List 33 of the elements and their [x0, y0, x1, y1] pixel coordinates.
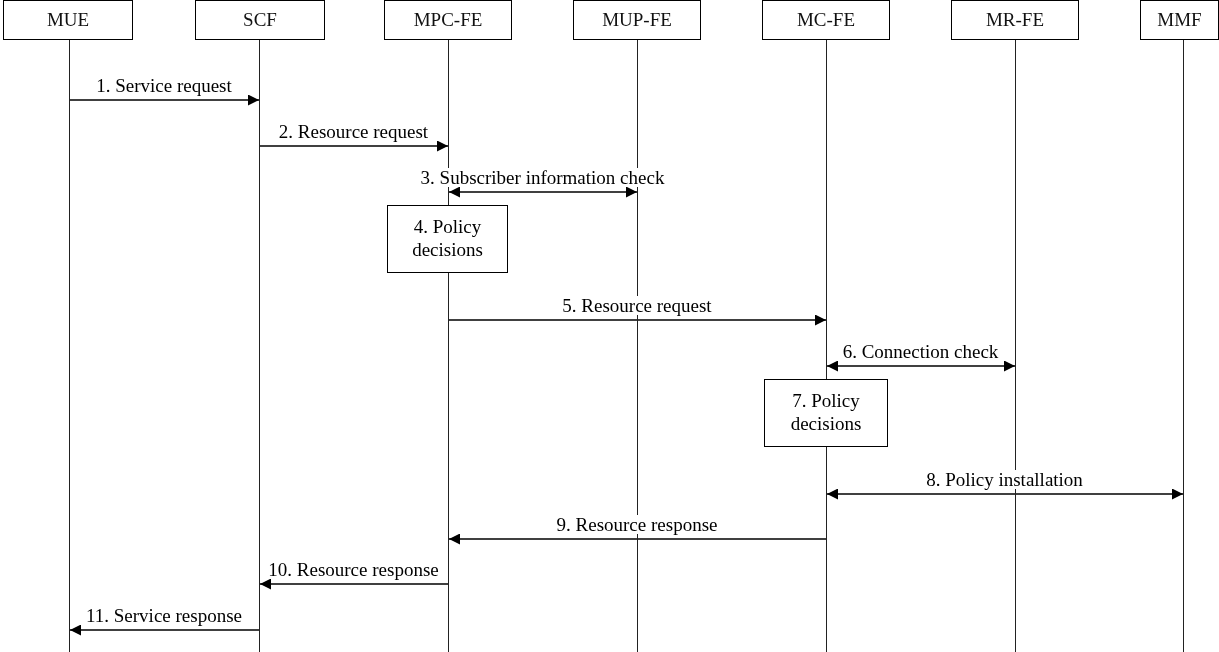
- lifeline: [259, 40, 260, 652]
- lifeline: [69, 40, 70, 652]
- process-box: 4. Policy decisions: [387, 205, 508, 273]
- participant-box: MC-FE: [762, 0, 890, 40]
- edge-label: 3. Subscriber information check: [418, 168, 667, 187]
- edge-label: 10. Resource response: [266, 560, 441, 579]
- edge-label: 5. Resource request: [560, 296, 714, 315]
- participant-box: MR-FE: [951, 0, 1079, 40]
- message-arrow: [826, 360, 1016, 372]
- edge-label: 9. Resource response: [554, 515, 720, 534]
- edge-label: 2. Resource request: [276, 122, 431, 141]
- message-arrow: [826, 488, 1184, 500]
- lifeline: [637, 40, 638, 652]
- edge-label: 8. Policy installation: [924, 470, 1085, 489]
- participant-box: MPC-FE: [384, 0, 512, 40]
- edge-label: 6. Connection check: [840, 342, 1001, 361]
- edge-label: 11. Service response: [84, 606, 244, 625]
- message-arrow: [448, 186, 638, 198]
- message-arrow: [259, 140, 449, 152]
- participant-box: SCF: [195, 0, 325, 40]
- participant-box: MUE: [3, 0, 133, 40]
- process-box: 7. Policy decisions: [764, 379, 888, 447]
- message-arrow: [448, 533, 827, 545]
- message-arrow: [69, 94, 260, 106]
- edge-label: 1. Service request: [94, 76, 234, 95]
- participant-box: MMF: [1140, 0, 1219, 40]
- message-arrow: [259, 578, 449, 590]
- lifeline: [826, 40, 827, 652]
- lifeline: [1015, 40, 1016, 652]
- message-arrow: [69, 624, 260, 636]
- lifeline: [1183, 40, 1184, 652]
- participant-box: MUP-FE: [573, 0, 701, 40]
- message-arrow: [448, 314, 827, 326]
